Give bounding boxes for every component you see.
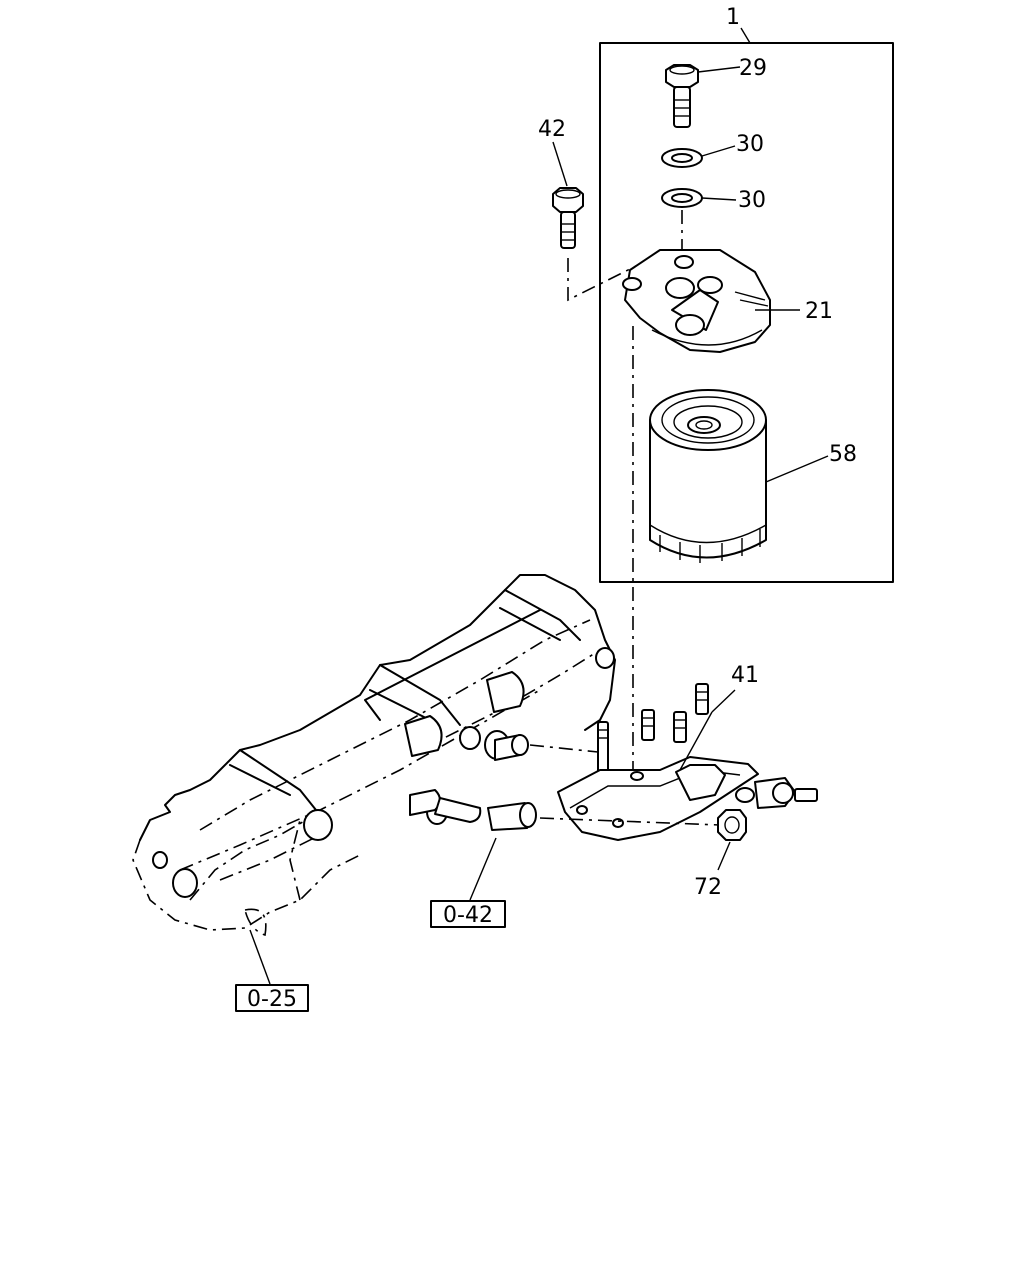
ref-box-0-42[interactable]: 0-42 [430,900,506,928]
ref-box-0-25[interactable]: 0-25 [235,984,309,1012]
callout-21: 21 [805,299,833,324]
spacer-parts [409,734,721,831]
callout-58: 58 [829,442,857,467]
part-72-nut [717,809,747,871]
part-29-bolt [665,64,741,128]
callout-42: 42 [538,117,566,142]
engine-ports [152,647,615,898]
part-58-filter-cartridge [649,389,829,563]
callout-41: 41 [731,663,759,688]
part-21-filter-head [622,249,800,353]
assembly-box [599,42,894,583]
callout-72: 72 [694,875,722,900]
part-30-washer-upper [661,145,736,168]
ref-0-25-label: 0-25 [247,987,297,1012]
part-41-bracket [557,689,818,841]
callout-30-upper: 30 [736,132,764,157]
part-30-washer-lower [661,188,737,208]
callout-30-lower: 30 [738,188,766,213]
bracket-studs [597,683,709,783]
callout-29: 29 [739,56,767,81]
part-42-bolt [552,141,584,249]
engine-block-outline [132,574,616,937]
ref-0-42-label: 0-42 [443,903,493,928]
callout-1: 1 [726,5,740,30]
